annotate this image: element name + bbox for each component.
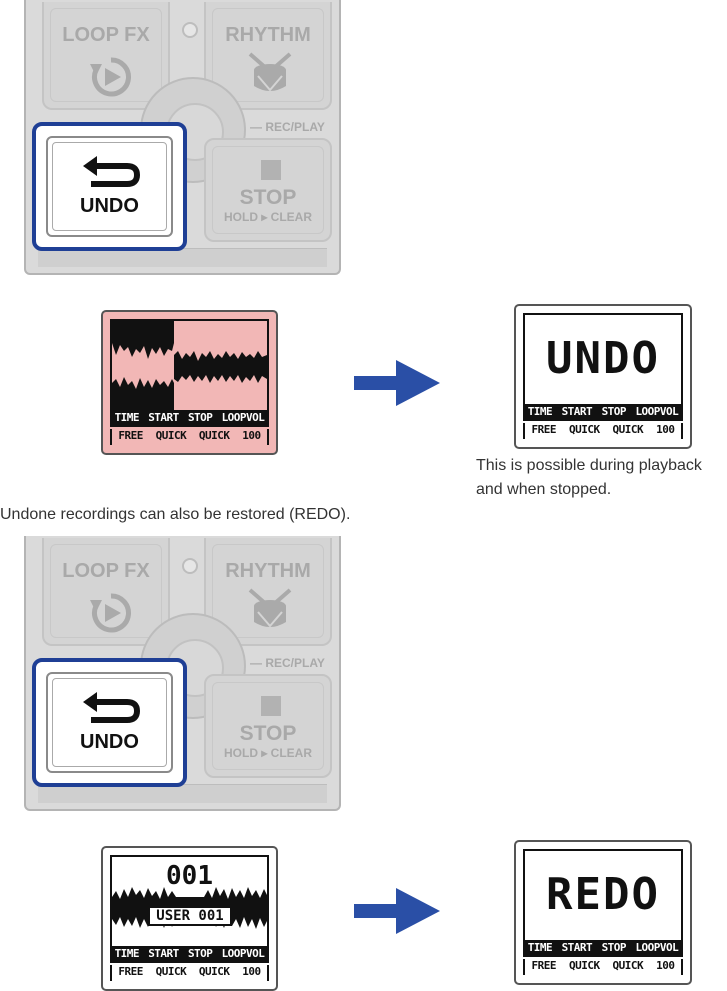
hold-clear-label: HOLD ▸ CLEAR: [223, 746, 313, 760]
undo-label: UNDO: [80, 195, 139, 217]
undo-screen-word: UNDO: [546, 333, 660, 384]
lcd-waveform-area: [110, 319, 269, 412]
lcd-value-time: FREE: [118, 429, 143, 442]
redo-screen-word: REDO: [546, 869, 660, 920]
stop-label: STOP: [239, 186, 297, 209]
lcd-header-start: START: [148, 411, 179, 424]
lcd-value-row: FREE QUICK QUICK 100: [110, 965, 269, 981]
lcd-header-row: TIME START STOP LOOPVOL: [110, 947, 269, 963]
lcd-value-stop: QUICK: [612, 423, 644, 436]
stop-pad[interactable]: STOP HOLD ▸ CLEAR: [204, 138, 332, 242]
status-led: [182, 22, 198, 38]
lcd-value-row: FREE QUICK QUICK 100: [523, 423, 683, 439]
lcd-header-row: TIME START STOP LOOPVOL: [110, 411, 269, 427]
rhythm-label: RHYTHM: [225, 24, 311, 46]
status-led: [182, 558, 198, 574]
lcd-header-time: TIME: [114, 411, 140, 424]
stop-square-icon: [261, 160, 281, 180]
lcd-value-stop: QUICK: [198, 965, 230, 978]
lcd-header-loopvol: LOOPVOL: [635, 941, 679, 954]
lcd-before-undo: TIME START STOP LOOPVOL FREE QUICK QUICK…: [101, 310, 278, 455]
device-panel-redo: LOOP FX RHYTHM — REC/PLAY STOP HOLD ▸ CL…: [24, 536, 341, 811]
undo-arrow-icon: [83, 156, 141, 187]
undo-button[interactable]: UNDO: [46, 672, 173, 773]
lcd-header-row: TIME START STOP LOOPVOL: [523, 941, 683, 957]
undo-button-inner: [52, 142, 167, 231]
arrow-right-icon: [354, 360, 440, 406]
undo-label: UNDO: [80, 731, 139, 753]
track-number: 001: [166, 861, 213, 891]
pad-inner: [212, 146, 324, 234]
lcd-value-loopvol: 100: [656, 423, 675, 436]
loopfx-label: LOOP FX: [62, 24, 150, 46]
lcd-header-stop: STOP: [187, 947, 213, 960]
drum-icon: [248, 588, 292, 628]
undo-highlight-frame: UNDO: [32, 658, 187, 787]
lcd-header-stop: STOP: [601, 405, 627, 418]
lcd-value-start: QUICK: [568, 423, 600, 436]
stop-label: STOP: [239, 722, 297, 745]
lcd-value-time: FREE: [531, 959, 556, 972]
loopfx-pad[interactable]: LOOP FX: [42, 538, 170, 646]
loop-play-icon: [90, 57, 131, 97]
stop-square-icon: [261, 696, 281, 716]
lcd-header-time: TIME: [527, 941, 553, 954]
loopfx-label: LOOP FX: [62, 560, 150, 582]
undo-button-inner: [52, 678, 167, 767]
undo-note: This is possible during playback and whe…: [476, 457, 702, 498]
lcd-value-loopvol: 100: [242, 965, 261, 978]
lcd-message-area: UNDO: [523, 313, 683, 406]
pad-inner: [50, 544, 162, 638]
lcd-header-stop: STOP: [601, 941, 627, 954]
lcd-value-row: FREE QUICK QUICK 100: [110, 429, 269, 445]
lcd-header-loopvol: LOOPVOL: [221, 411, 265, 424]
pad-inner: [212, 682, 324, 770]
device-panel-undo: LOOP FX RHYTHM — REC/PLAY STOP HOLD ▸ CL…: [24, 0, 341, 275]
lcd-value-start: QUICK: [155, 965, 187, 978]
loop-play-icon: [90, 593, 131, 633]
lcd-value-start: QUICK: [568, 959, 600, 972]
lcd-redo-result: REDO TIME START STOP LOOPVOL FREE QUICK …: [514, 840, 692, 985]
lcd-value-time: FREE: [118, 965, 143, 978]
recplay-label: — REC/PLAY: [250, 656, 325, 670]
lcd-header-time: TIME: [114, 947, 140, 960]
lcd-value-time: FREE: [531, 423, 556, 436]
lcd-value-stop: QUICK: [198, 429, 230, 442]
drum-icon: [248, 52, 292, 92]
track-name: USER 001: [148, 906, 232, 926]
lcd-before-redo: 001 USER 001 TIME START STOP LOOPVOL FRE…: [101, 846, 278, 991]
redo-note: Undone recordings can also be restored (…: [0, 506, 351, 523]
lcd-waveform-area: 001 USER 001: [110, 855, 269, 948]
rhythm-label: RHYTHM: [225, 560, 311, 582]
stop-pad[interactable]: STOP HOLD ▸ CLEAR: [204, 674, 332, 778]
pad-inner: [212, 8, 324, 102]
lcd-header-time: TIME: [527, 405, 553, 418]
lcd-header-stop: STOP: [187, 411, 213, 424]
pad-inner: [50, 8, 162, 102]
lcd-header-row: TIME START STOP LOOPVOL: [523, 405, 683, 421]
hold-clear-label: HOLD ▸ CLEAR: [223, 210, 313, 224]
lcd-undo-result: UNDO TIME START STOP LOOPVOL FREE QUICK …: [514, 304, 692, 449]
lcd-header-loopvol: LOOPVOL: [221, 947, 265, 960]
undo-highlight-frame: UNDO: [32, 122, 187, 251]
lcd-value-start: QUICK: [155, 429, 187, 442]
arrow-right-icon: [354, 888, 440, 934]
lcd-header-start: START: [148, 947, 179, 960]
rhythm-pad[interactable]: RHYTHM: [204, 2, 332, 110]
lcd-value-stop: QUICK: [612, 959, 644, 972]
lcd-header-start: START: [561, 941, 593, 954]
undo-arrow-icon: [83, 692, 141, 723]
lcd-header-start: START: [561, 405, 593, 418]
pad-inner: [212, 544, 324, 638]
loopfx-pad[interactable]: LOOP FX: [42, 2, 170, 110]
lcd-value-row: FREE QUICK QUICK 100: [523, 959, 683, 975]
lcd-header-loopvol: LOOPVOL: [635, 405, 679, 418]
lcd-value-loopvol: 100: [656, 959, 675, 972]
lcd-message-area: REDO: [523, 849, 683, 942]
recplay-label: — REC/PLAY: [250, 120, 325, 134]
lcd-value-loopvol: 100: [242, 429, 261, 442]
undo-button[interactable]: UNDO: [46, 136, 173, 237]
waveform: [112, 321, 267, 410]
